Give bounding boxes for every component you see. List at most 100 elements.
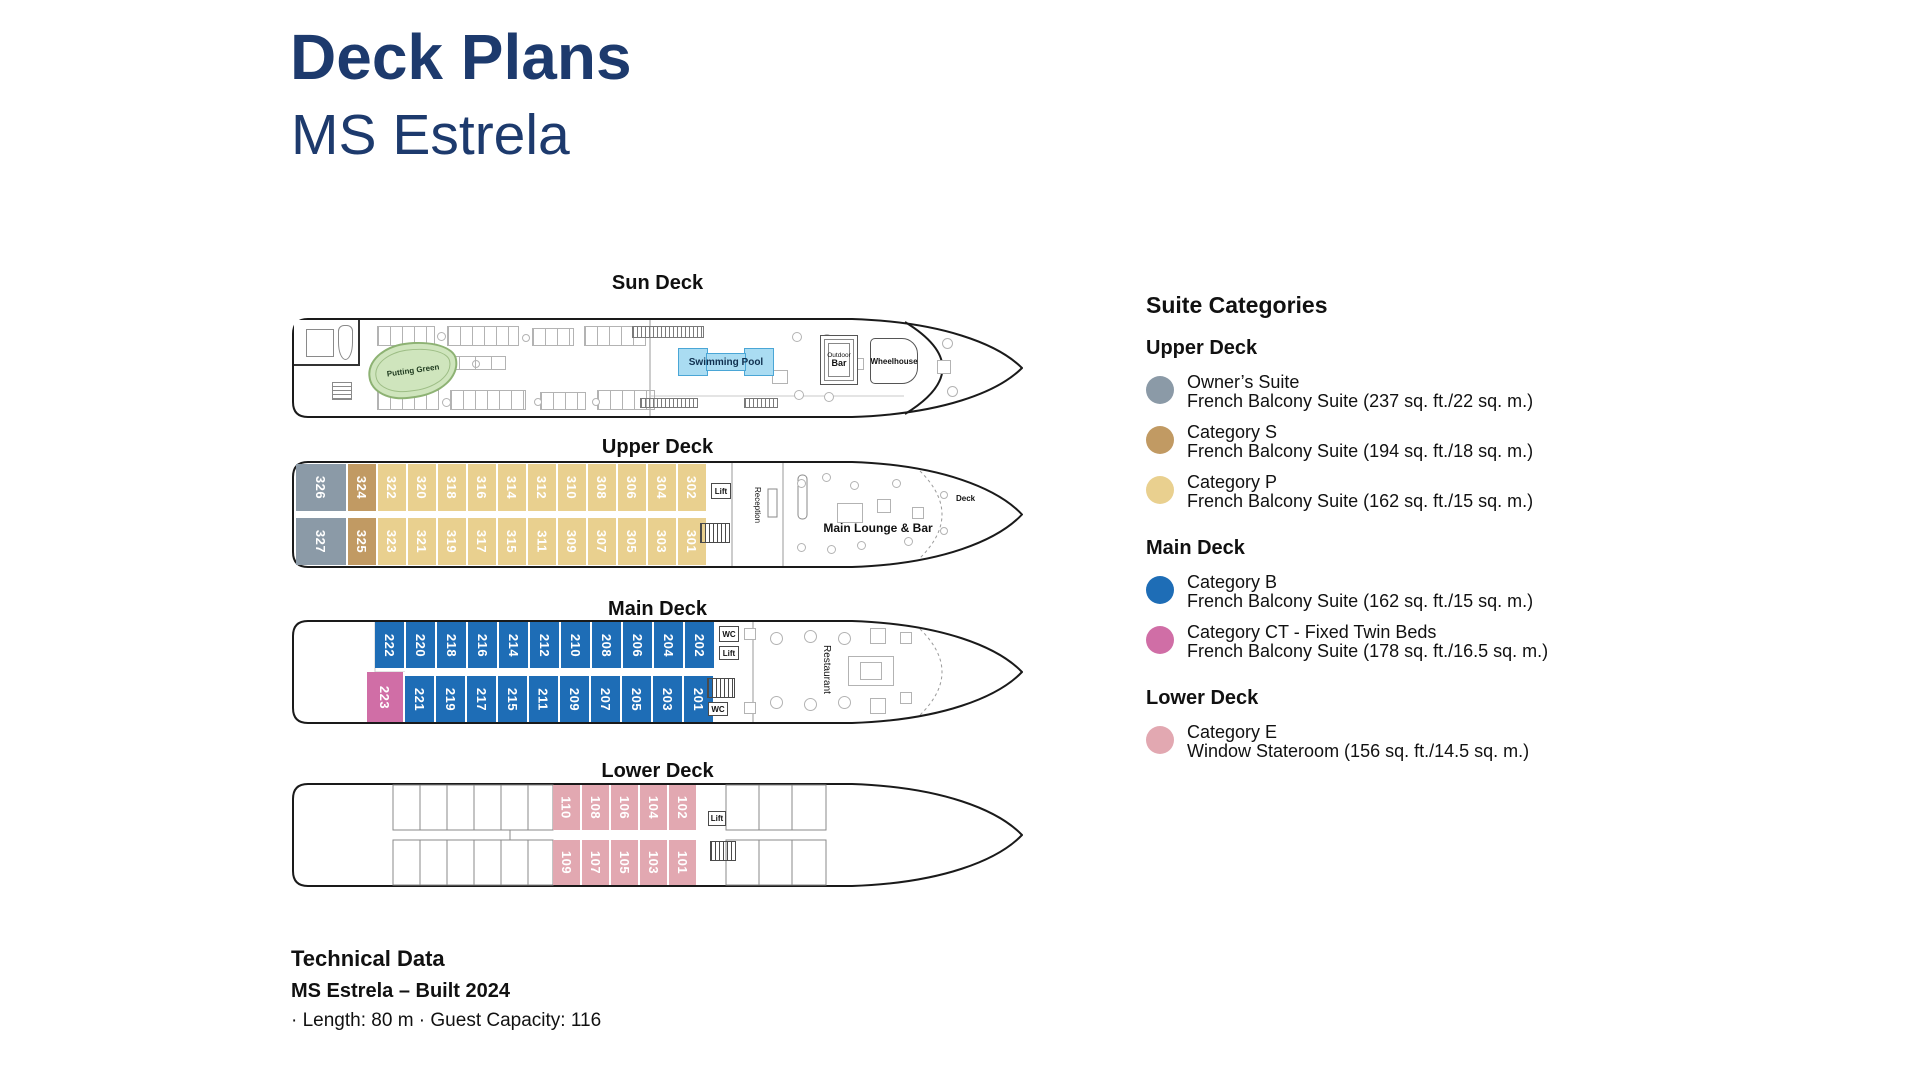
furniture-sq <box>870 698 886 714</box>
tender-boat-icon <box>338 325 353 360</box>
stairs <box>707 678 735 698</box>
cabin-212: 212 <box>530 622 561 668</box>
cabin-108: 108 <box>582 785 611 830</box>
pool-section <box>678 348 708 376</box>
cabin-217: 217 <box>467 676 498 722</box>
cabin-312: 312 <box>528 464 558 511</box>
cabin-324: 324 <box>348 464 378 511</box>
legend-item-category-b: Category B French Balcony Suite (162 sq.… <box>1146 573 1586 611</box>
legend-item-name: Category E <box>1187 722 1278 742</box>
furniture-walk <box>632 326 704 338</box>
cabin-number: 314 <box>504 475 520 500</box>
cabin-315: 315 <box>498 518 528 565</box>
suite-categories-legend: Suite Categories Upper Deck Owner’s Suit… <box>1146 292 1586 773</box>
legend-item-category-e: Category E Window Stateroom (156 sq. ft.… <box>1146 723 1586 761</box>
wheelhouse: Wheelhouse <box>870 338 918 384</box>
cabin-number: 110 <box>558 796 574 819</box>
legend-item-category-ct: Category CT - Fixed Twin Beds French Bal… <box>1146 623 1586 661</box>
cabin-321: 321 <box>408 518 438 565</box>
cabin-number: 327 <box>313 529 329 554</box>
furniture-circ <box>770 696 783 709</box>
furniture-circ <box>522 334 530 342</box>
cabin-number: 306 <box>624 475 640 500</box>
deck-area-label: Deck <box>956 494 976 503</box>
furniture-sq <box>937 360 951 374</box>
sun-deck-label: Sun Deck <box>611 272 704 294</box>
cabin-222: 222 <box>375 622 406 668</box>
cabin-221: 221 <box>405 676 436 722</box>
furniture-circ <box>838 696 851 709</box>
cabin-number: 305 <box>624 529 640 554</box>
furniture-sq <box>900 692 912 704</box>
furniture-circ <box>804 630 817 643</box>
legend-item-owners-suite: Owner’s Suite French Balcony Suite (237 … <box>1146 373 1586 411</box>
furniture-circ <box>822 473 831 482</box>
cabin-number: 215 <box>504 687 520 711</box>
legend-item-desc: French Balcony Suite (194 sq. ft./18 sq.… <box>1187 441 1534 461</box>
lift: Lift <box>708 811 726 826</box>
cabin-326: 326 <box>296 464 348 511</box>
cabin-number: 218 <box>443 633 459 657</box>
cabin-number: 211 <box>535 687 551 711</box>
furniture-circ <box>770 632 783 645</box>
cabin-325: 325 <box>348 518 378 565</box>
cabin-number: 315 <box>504 529 520 554</box>
cabin-323: 323 <box>378 518 408 565</box>
cabin-number: 208 <box>598 633 614 657</box>
furniture-circ <box>442 398 451 407</box>
furniture-sq <box>912 507 924 519</box>
cabin-303: 303 <box>648 518 678 565</box>
cabin-number: 317 <box>474 529 490 554</box>
legend-item-desc: French Balcony Suite (237 sq. ft./22 sq.… <box>1187 391 1534 411</box>
cabin-216: 216 <box>468 622 499 668</box>
cabin-302: 302 <box>678 464 708 511</box>
cabin-223: 223 <box>367 672 405 722</box>
cabin-number: 206 <box>629 633 645 657</box>
cabin-316: 316 <box>468 464 498 511</box>
cabin-214: 214 <box>499 622 530 668</box>
cabin-110: 110 <box>553 785 582 830</box>
cabin-202: 202 <box>685 622 716 668</box>
swimming-pool: Swimming Pool <box>678 348 774 376</box>
furniture-sq <box>870 628 886 644</box>
cabin-219: 219 <box>436 676 467 722</box>
cabin-number: 308 <box>594 475 610 500</box>
furniture-circ <box>534 398 542 406</box>
legend-item-desc: French Balcony Suite (178 sq. ft./16.5 s… <box>1187 641 1549 661</box>
cabin-318: 318 <box>438 464 468 511</box>
cabin-number: 304 <box>654 475 670 500</box>
bar-counter: Outdoor Bar <box>827 343 851 377</box>
furniture-walk <box>640 398 698 408</box>
outdoor-bar: Outdoor Bar <box>820 335 858 385</box>
cabin-327: 327 <box>296 518 348 565</box>
cabin-319: 319 <box>438 518 468 565</box>
cabin-207: 207 <box>591 676 622 722</box>
furniture-strip <box>450 390 526 410</box>
cabin-number: 217 <box>473 687 489 711</box>
pool-section <box>706 353 746 371</box>
furniture-strip <box>540 392 586 410</box>
cabin-number: 222 <box>381 633 397 657</box>
legend-item-name: Owner’s Suite <box>1187 372 1300 392</box>
furniture-sq <box>860 662 882 680</box>
legend-item-name: Category CT - Fixed Twin Beds <box>1187 622 1437 642</box>
cabin-number: 109 <box>558 850 574 875</box>
furniture-sq <box>772 370 788 384</box>
page-title: Deck Plans <box>290 21 632 93</box>
cabin-number: 203 <box>659 687 675 711</box>
cabin-102: 102 <box>669 785 698 830</box>
cabin-number: 323 <box>384 529 400 554</box>
cabin-number: 102 <box>674 795 690 820</box>
furniture-circ <box>437 332 446 341</box>
legend-title: Suite Categories <box>1146 292 1328 318</box>
stern-ladder <box>332 382 352 400</box>
furniture-circ <box>942 338 953 349</box>
cabin-308: 308 <box>588 464 618 511</box>
lift: Lift <box>711 483 731 499</box>
cabin-number: 105 <box>616 850 632 875</box>
cabin-number: 209 <box>566 687 582 711</box>
